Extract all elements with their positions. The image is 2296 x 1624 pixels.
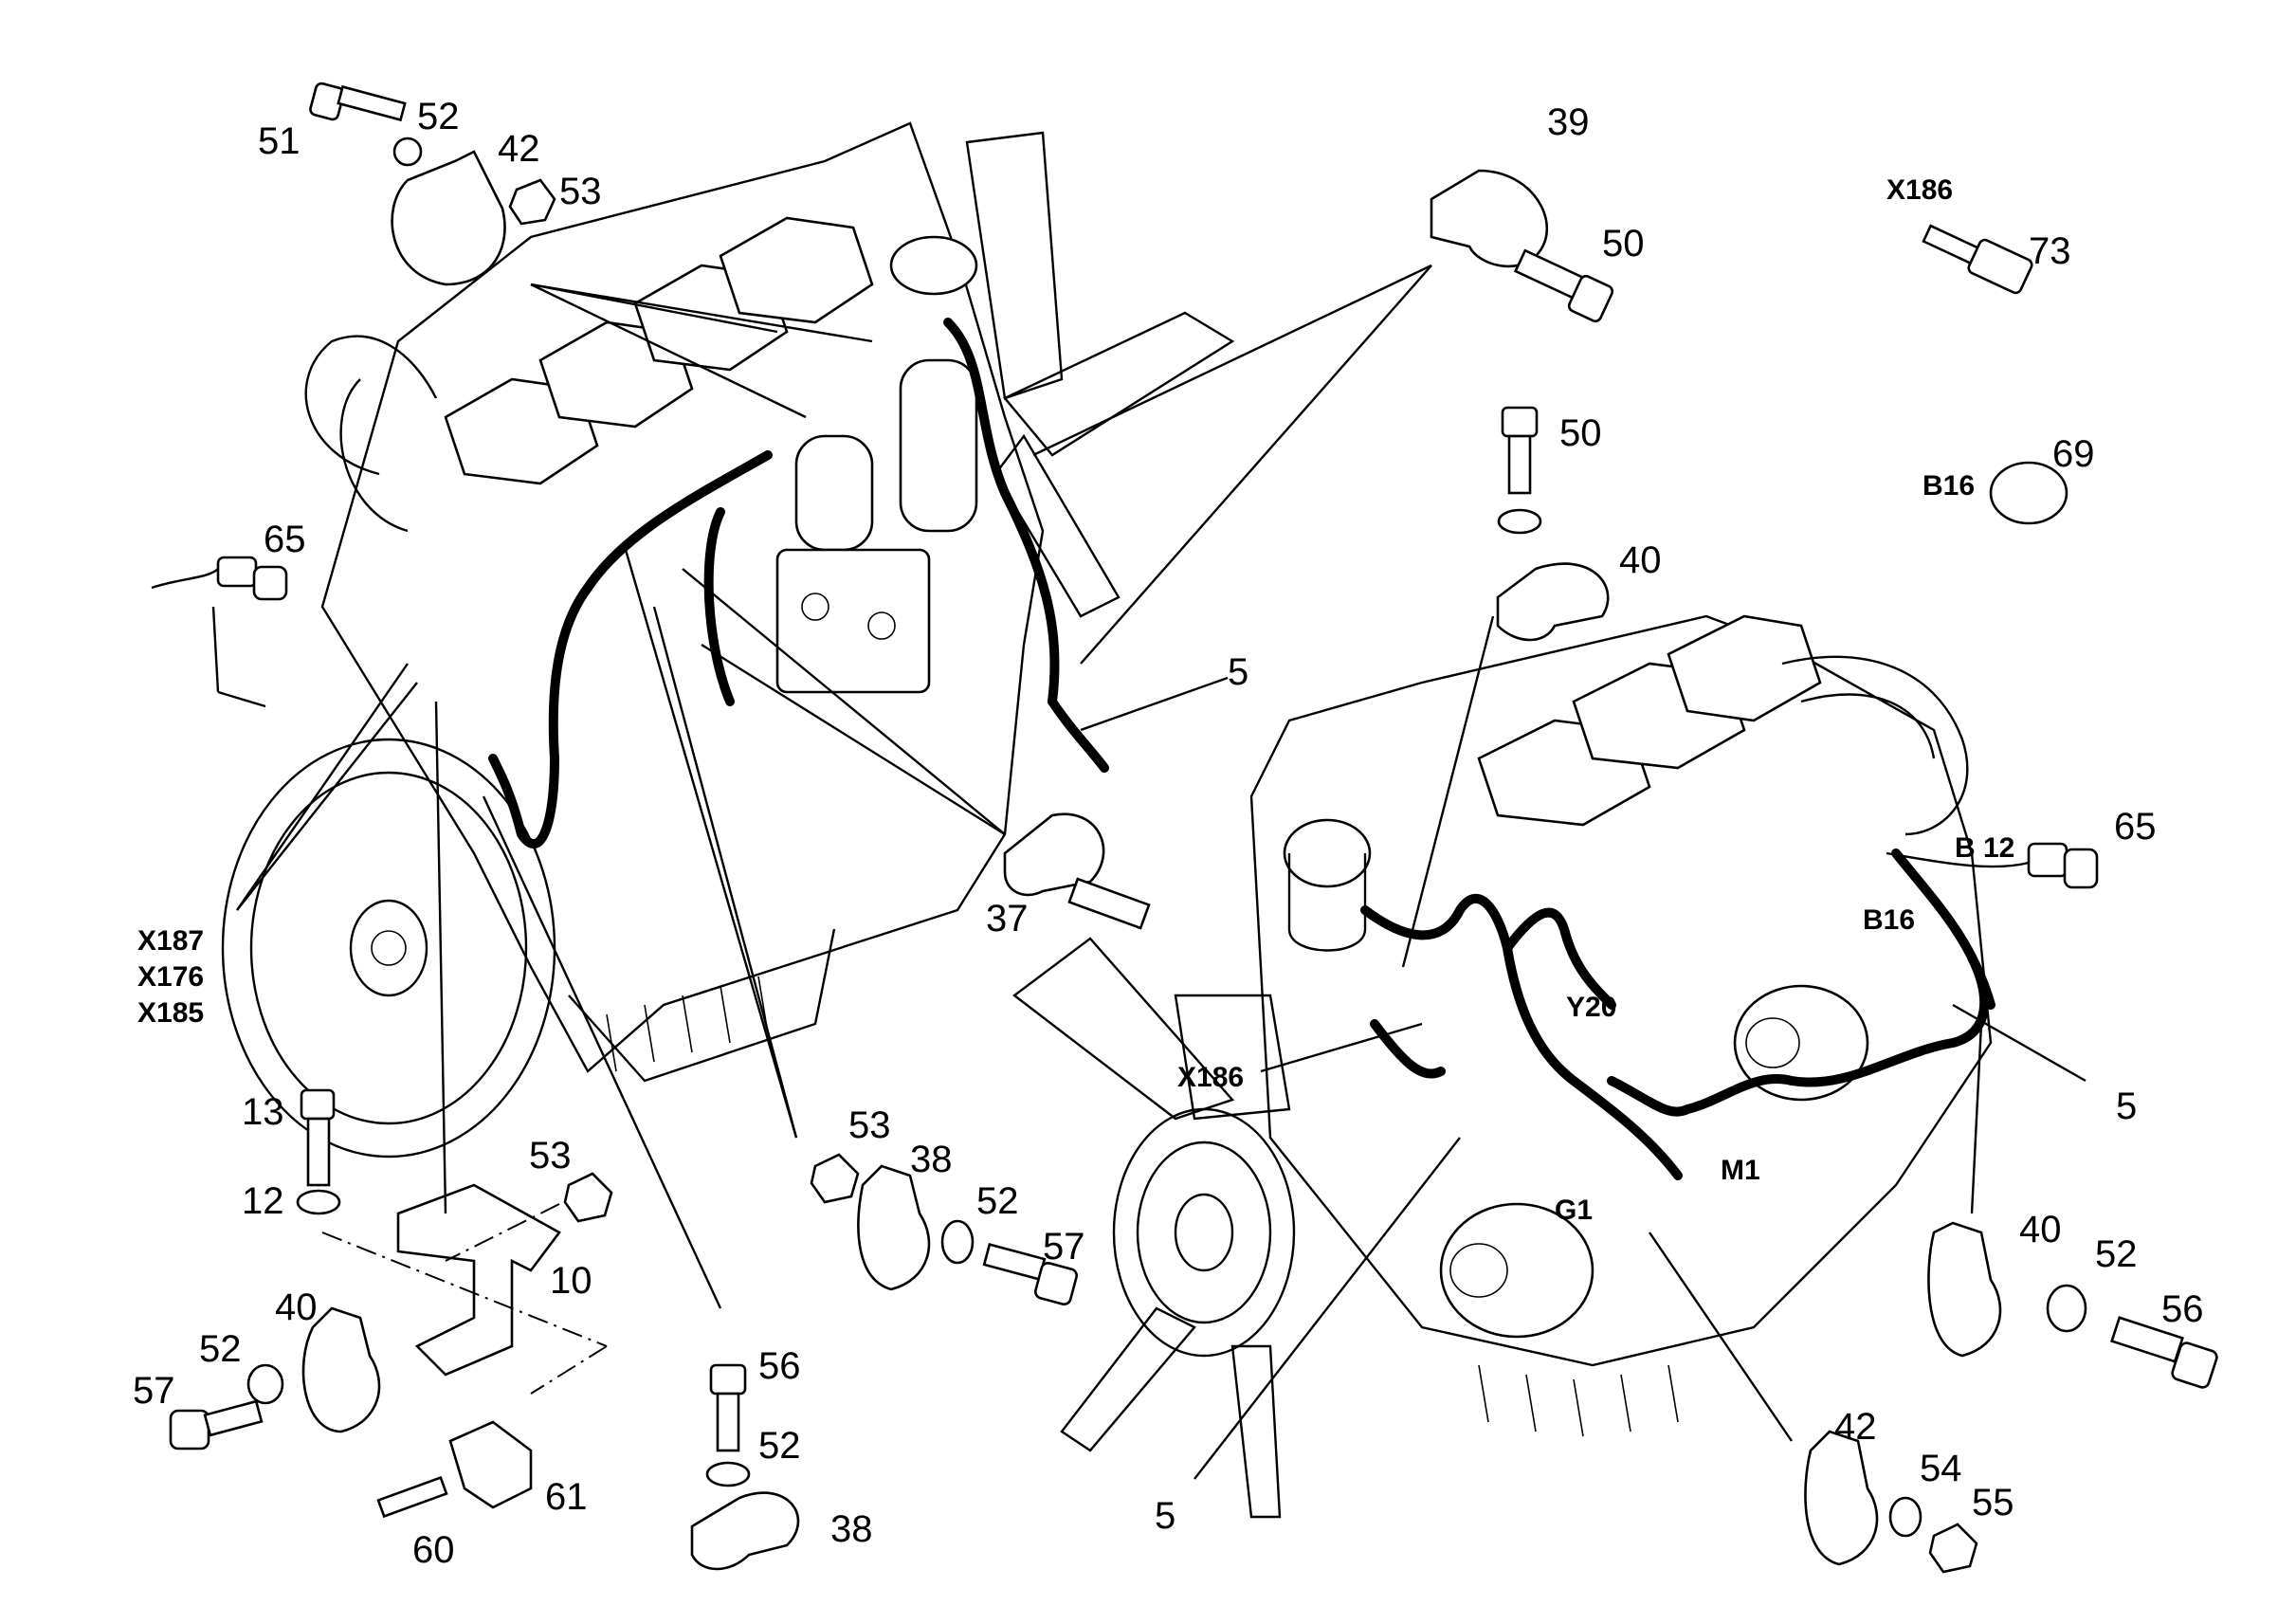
callout-65-b: 65	[2114, 806, 2157, 848]
callout-57: 57	[133, 1370, 175, 1412]
bolt-50b-icon	[1497, 406, 1542, 535]
callout-42: 42	[498, 128, 540, 170]
code-x186-top: X186	[1886, 174, 1953, 206]
code-b16-right: B16	[1863, 904, 1915, 936]
bolt-57b-icon	[982, 1243, 1078, 1305]
callout-52-d: 52	[758, 1425, 801, 1467]
nut-53-icon	[508, 178, 556, 226]
washer-52b-icon	[246, 1363, 284, 1405]
callout-5-c: 5	[1155, 1495, 1175, 1537]
callout-53-b: 53	[529, 1135, 572, 1177]
clamp-40b-icon	[301, 1306, 381, 1433]
callout-52-c: 52	[976, 1180, 1019, 1222]
callout-40-b: 40	[275, 1286, 318, 1328]
sensor-65b-icon	[1886, 842, 2099, 889]
nut-53c-icon	[810, 1153, 860, 1204]
callout-50-b: 50	[1559, 412, 1602, 454]
callout-13: 13	[242, 1091, 284, 1133]
connector-codes: X186 B16 X187 X176 X185 B 12 B16 Y20 X18…	[137, 174, 2014, 1226]
callout-54: 54	[1920, 1448, 1962, 1489]
callout-52: 52	[417, 96, 460, 137]
sensor-65a-icon	[151, 556, 288, 601]
bolt-57a-icon	[169, 1399, 264, 1451]
callout-73: 73	[2029, 230, 2071, 272]
callout-12: 12	[242, 1180, 284, 1222]
clamp-40a-icon	[1496, 562, 1610, 642]
callout-65: 65	[264, 519, 306, 560]
left-engine-drawing	[221, 121, 1235, 1159]
loose-parts	[151, 82, 2218, 1574]
callout-51: 51	[258, 120, 301, 162]
bolt-50-icon	[1513, 248, 1614, 323]
code-g1: G1	[1555, 1195, 1593, 1226]
callout-37: 37	[986, 898, 1029, 940]
bolt-56a-icon	[709, 1363, 747, 1452]
callout-52-b: 52	[199, 1328, 242, 1370]
bolt-56b-icon	[2110, 1316, 2218, 1389]
clamp-38b-icon	[690, 1491, 800, 1571]
bracket-10-icon	[396, 1183, 561, 1377]
washer-52e-icon	[2046, 1284, 2087, 1333]
clamp-42-icon	[391, 150, 506, 286]
callout-69: 69	[2052, 433, 2095, 475]
washer-52c-icon	[940, 1219, 975, 1265]
bolt-51-icon	[309, 82, 407, 122]
code-y20: Y20	[1566, 992, 1616, 1023]
bolt-37-icon	[1067, 877, 1151, 930]
callout-39: 39	[1547, 101, 1590, 143]
callout-numbers: 51 52 42 53 39 50 73 50 69 40 65 5 37 65…	[133, 96, 2204, 1571]
callout-53-c: 53	[848, 1104, 891, 1146]
nut-55-icon	[1928, 1523, 1978, 1574]
clip-61-icon	[448, 1420, 533, 1509]
callout-60: 60	[412, 1529, 455, 1571]
code-x176: X176	[137, 961, 204, 993]
callout-38: 38	[910, 1139, 953, 1180]
code-x185: X185	[137, 997, 204, 1029]
code-m1: M1	[1721, 1155, 1760, 1186]
callout-55: 55	[1972, 1482, 2014, 1524]
nut-53b-icon	[563, 1172, 613, 1223]
code-x187: X187	[137, 925, 204, 957]
washer-12-icon	[296, 1189, 341, 1215]
callout-40-c: 40	[2019, 1209, 2062, 1250]
washer-52d-icon	[705, 1461, 751, 1487]
washer-54-icon	[1888, 1496, 1922, 1538]
code-x186-right: X186	[1177, 1062, 1244, 1093]
sensor-69-icon	[1989, 461, 2068, 525]
clamp-37-icon	[1003, 812, 1105, 897]
callout-61: 61	[545, 1476, 588, 1518]
callout-5: 5	[1228, 651, 1248, 693]
leader-lines	[211, 264, 2086, 1480]
callout-56-b: 56	[2161, 1288, 2204, 1330]
sensor-73-icon	[1922, 224, 2033, 295]
code-b12: B 12	[1955, 832, 2014, 864]
callout-10: 10	[550, 1260, 592, 1302]
code-b16-top: B16	[1922, 470, 1975, 502]
callout-56: 56	[758, 1345, 801, 1387]
callout-50: 50	[1602, 223, 1645, 265]
callout-40: 40	[1619, 539, 1662, 581]
callout-38-b: 38	[830, 1508, 873, 1550]
callout-42-b: 42	[1834, 1406, 1877, 1448]
callout-57-b: 57	[1043, 1226, 1085, 1268]
right-engine-drawing	[1012, 614, 1995, 1519]
callout-5-b: 5	[2116, 1086, 2137, 1127]
callout-52-e: 52	[2095, 1233, 2138, 1275]
bolt-13-icon	[300, 1088, 336, 1187]
clamp-38a-icon	[857, 1164, 931, 1291]
clamp-40c-icon	[1927, 1221, 2002, 1358]
screw-60-icon	[376, 1475, 448, 1519]
clamp-42b-icon	[1804, 1430, 1879, 1566]
callout-53: 53	[559, 171, 602, 212]
washer-52-icon	[392, 137, 423, 167]
clamp-39-icon	[1430, 169, 1549, 268]
